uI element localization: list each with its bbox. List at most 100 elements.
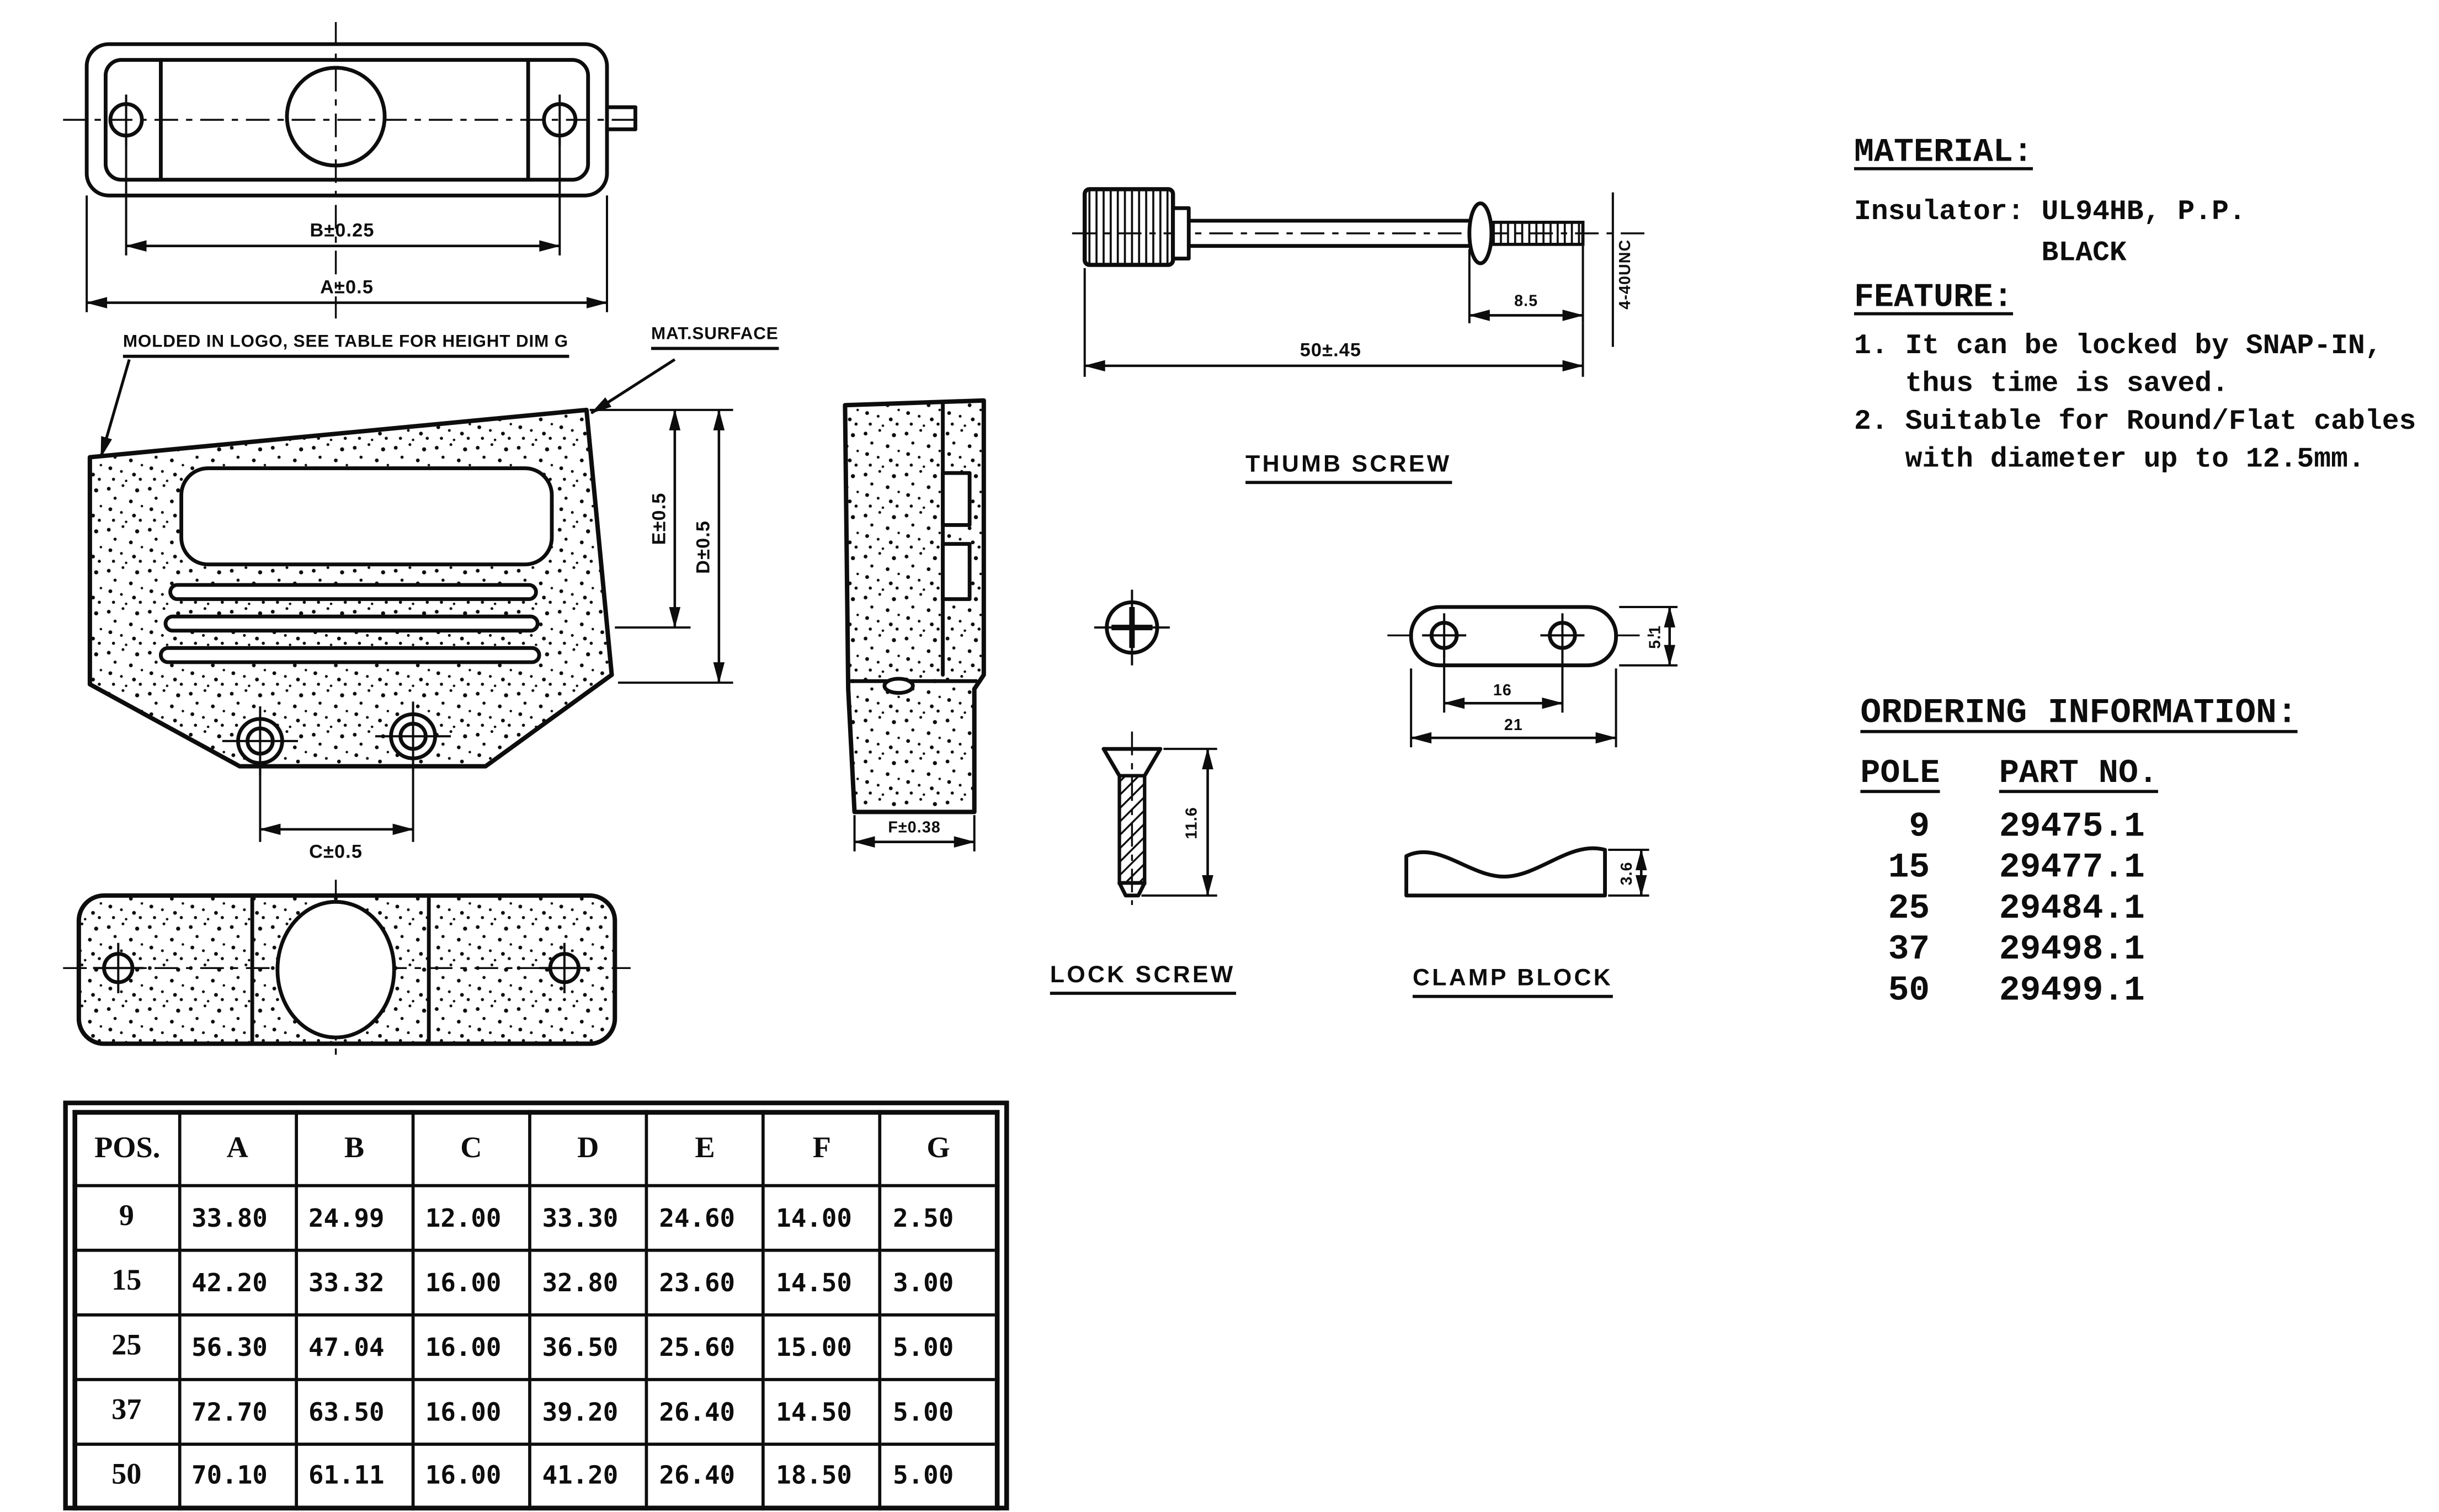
- dimension-table: POS. A B C D E F G 9 33.80 24.99 12.00 3…: [63, 1100, 1009, 1511]
- dsub-window: [179, 466, 554, 567]
- dim-label-plate-span: 21: [1504, 716, 1523, 734]
- dim-label-c: C±0.5: [309, 841, 363, 862]
- screw-holes: [222, 701, 451, 776]
- part-number: 29499.1: [1999, 971, 2145, 1011]
- clamp-block-label: CLAMP BLOCK: [1413, 965, 1613, 998]
- ordering-heading: ORDERING INFORMATION:: [1860, 694, 2298, 733]
- dim-cell: 26.40: [645, 1441, 765, 1510]
- dim-table-row: 25 56.30 47.04 16.00 36.50 25.60 15.00 5…: [73, 1312, 999, 1381]
- dim-cell: 5.00: [878, 1312, 999, 1381]
- dim-cell: 33.30: [528, 1183, 648, 1252]
- cable-opening: [275, 899, 396, 1040]
- hood-front-view-drawing: E±0.5 D±0.5 C±0.5: [87, 358, 733, 862]
- dim-cell: 72.70: [177, 1377, 297, 1445]
- dim-label-f: F±0.38: [888, 819, 941, 837]
- dim-label-a: A±0.5: [320, 276, 374, 297]
- dim-cell: 16.00: [411, 1377, 531, 1445]
- dim-cell: 15: [73, 1248, 181, 1316]
- dim-cell: 42.20: [177, 1248, 297, 1316]
- material-line-1: Insulator: UL94HB, P.P.: [1854, 197, 2246, 229]
- material-line-2: BLACK: [1854, 238, 2127, 270]
- dim-table-row: 15 42.20 33.32 16.00 32.80 23.60 14.50 3…: [73, 1248, 999, 1316]
- dim-col-header: G: [878, 1110, 999, 1186]
- dim-cell: 12.00: [411, 1183, 531, 1252]
- dim-cell: 63.50: [294, 1377, 414, 1445]
- dim-col-header: B: [294, 1110, 414, 1186]
- dim-b: B±0.25: [125, 139, 561, 255]
- dim-label-tip: 8.5: [1514, 292, 1538, 310]
- dim-cell: 39.20: [528, 1377, 648, 1445]
- dim-f: F±0.38: [853, 815, 976, 851]
- dim-cell: 37: [73, 1377, 181, 1445]
- head-collar: [1171, 206, 1191, 261]
- dim-col-header: POS.: [73, 1110, 181, 1186]
- dim-table-row: 37 72.70 63.50 16.00 39.20 26.40 14.50 5…: [73, 1377, 999, 1445]
- part-number: 29498.1: [1999, 930, 2145, 970]
- dim-cell: 3.00: [878, 1248, 999, 1316]
- dim-cell: 23.60: [645, 1248, 765, 1316]
- dim-col-header: A: [177, 1110, 297, 1186]
- part-number: 29477.1: [1999, 848, 2145, 888]
- dim-cell: 16.00: [411, 1248, 531, 1316]
- ordering-row: 50 29499.1: [1860, 971, 2145, 1012]
- dim-col-header: E: [645, 1110, 765, 1186]
- dim-hole-span: 16: [1443, 651, 1564, 713]
- ordering-pole-header: POLE: [1860, 757, 1940, 794]
- threaded-tip: [1490, 221, 1585, 246]
- screw-head-top-view: [1094, 589, 1170, 666]
- leader-lines: [99, 358, 676, 459]
- hood-side-body: [843, 398, 986, 814]
- dim-label-b: B±0.25: [310, 220, 374, 241]
- thumb-screw-drawing: 8.5 50±.45 4-40UNC: [1072, 187, 1653, 377]
- hood-side-view-drawing: F±0.38: [843, 398, 986, 851]
- dim-table-row: 9 33.80 24.99 12.00 33.30 24.60 14.00 2.…: [73, 1183, 999, 1252]
- dim-cell: 9: [73, 1183, 181, 1252]
- clamp-block-drawing: 16 21 5.1 3.6: [1387, 605, 1678, 898]
- dim-length: 50±.45: [1083, 268, 1584, 377]
- feature-line-3: 2. Suitable for Round/Flat cables: [1854, 407, 2416, 439]
- centerlines: [63, 22, 643, 319]
- part-number: 29475.1: [1999, 807, 2145, 847]
- hood-top-view-drawing: B±0.25 A±0.5: [63, 22, 643, 319]
- lock-screw-label: LOCK SCREW: [1050, 962, 1236, 995]
- dim-label-plate-height: 5.1: [1647, 625, 1664, 649]
- hood-top-outline: [84, 42, 637, 198]
- flange: [1467, 201, 1494, 265]
- dim-cell: 36.50: [528, 1312, 648, 1381]
- dim-col-header: D: [528, 1110, 648, 1186]
- mount-holes: [93, 943, 590, 994]
- dim-cell: 2.50: [878, 1183, 999, 1252]
- dim-cell: 25.60: [645, 1312, 765, 1381]
- dim-cell: 25: [73, 1312, 181, 1381]
- pole-value: 15: [1888, 848, 1930, 888]
- ordering-part-header: PART NO.: [1999, 757, 2158, 794]
- dim-col-header: C: [411, 1110, 531, 1186]
- dim-e: E±0.5: [589, 408, 733, 629]
- dim-label-d: D±0.5: [693, 520, 714, 574]
- latch-window-2: [941, 542, 972, 601]
- dim-cell: 41.20: [528, 1441, 648, 1510]
- dim-label-e: E±0.5: [649, 492, 670, 545]
- pole-value: 50: [1888, 971, 1930, 1011]
- screw-side-view: [1101, 731, 1163, 906]
- dim-cell: 14.50: [761, 1377, 882, 1445]
- dim-cell: 70.10: [177, 1441, 297, 1510]
- dim-plate-height: 5.1: [1619, 606, 1678, 667]
- dim-label-length: 50±.45: [1300, 340, 1361, 361]
- dim-table-row: 50 70.10 61.11 16.00 41.20 26.40 18.50 5…: [73, 1441, 999, 1510]
- dim-cell: 18.50: [761, 1441, 882, 1510]
- feature-line-1: 1. It can be locked by SNAP-IN,: [1854, 331, 2382, 363]
- latch-window-1: [941, 471, 972, 527]
- dim-d: D±0.5: [618, 409, 733, 684]
- dim-c: C±0.5: [259, 758, 414, 862]
- dim-col-header: F: [761, 1110, 882, 1186]
- clamp-saddle: [1404, 846, 1607, 898]
- dim-label-length: 11.6: [1183, 807, 1201, 839]
- dim-cell: 16.00: [411, 1441, 531, 1510]
- note-mat-surface: MAT.SURFACE: [651, 325, 779, 350]
- dim-cell: 61.11: [294, 1441, 414, 1510]
- dim-label-hole-span: 16: [1493, 682, 1512, 699]
- screw-shaft: [1186, 219, 1472, 248]
